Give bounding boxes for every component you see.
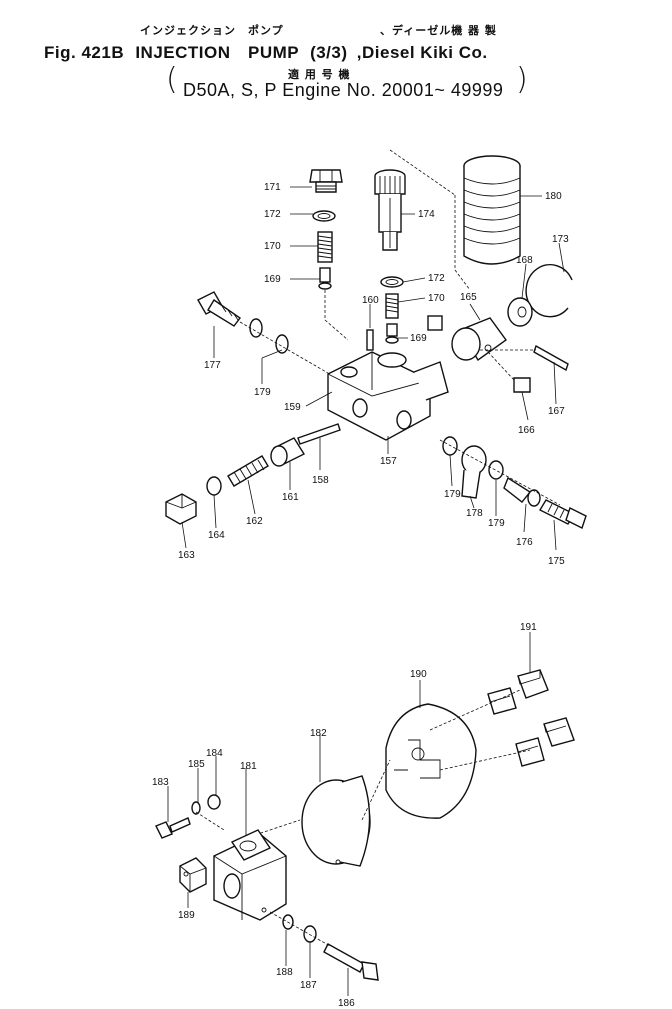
part-191-block-c [543,717,575,747]
part-191-block-b [487,687,517,715]
callout-189: 189 [178,910,195,921]
callout-171: 171 [264,182,281,193]
figure-main-title: INJECTION PUMP [135,43,299,62]
part-185-lock-washer [191,801,201,815]
callout-172-upper: 172 [264,209,281,220]
part-176-bolt [503,476,541,507]
callout-173: 173 [552,234,569,245]
part-189-square-nut [179,857,207,893]
part-172-washer-upper [312,210,336,222]
callout-179-b: 179 [444,489,461,500]
callout-188: 188 [276,967,293,978]
figure-number: 421B [81,43,125,62]
callout-180: 180 [545,191,562,202]
applicable-kana: 適 用 号 機 [288,68,351,81]
part-162-spring [227,455,269,487]
applicable-engine-range: D50A, S, P Engine No. 20001~ 49999 [183,80,504,100]
callout-164: 164 [208,530,225,541]
callout-166: 166 [518,425,535,436]
callout-185: 185 [188,759,205,770]
callout-169-lower: 169 [410,333,427,344]
part-163-plug [165,493,197,525]
figure-label: Fig. [44,43,77,62]
callout-161: 161 [282,492,299,503]
callout-162: 162 [246,516,263,527]
part-175-bolt [539,499,587,529]
part-179-washer-d [488,460,504,480]
callout-179-c: 179 [488,518,505,529]
part-183-bolt [155,817,191,839]
part-191-block-a [517,669,549,699]
part-169-valve-lower [385,323,399,344]
callout-174: 174 [418,209,435,220]
callout-186: 186 [338,998,355,1009]
callout-165: 165 [460,292,477,303]
part-177-banjo-bolt [197,291,241,327]
callout-176: 176 [516,537,533,548]
part-165-tappet [451,317,507,362]
part-164-washer [206,476,222,496]
callout-187: 187 [300,980,317,991]
part-169-valve-upper [318,267,332,290]
callout-170-upper: 170 [264,241,281,252]
part-180-boot [463,155,521,265]
callout-158: 158 [312,475,329,486]
title-kana-left: インジェクション ポンプ [140,24,284,37]
callout-191: 191 [520,622,537,633]
callout-181: 181 [240,761,257,772]
figure-title: Fig. 421B INJECTION PUMP (3/3) ,Diesel K… [44,38,488,63]
title-kana-right: 、ディーゼル機 器 製 [380,24,497,37]
subtitle-paren-right: ) [516,62,528,97]
part-184-washer [207,794,221,810]
callout-184: 184 [206,748,223,759]
subtitle-paren-left: ( [166,62,178,97]
part-181-bracket [213,829,287,921]
part-186-bolt [323,943,379,981]
callout-169-upper: 169 [264,274,281,285]
part-179-washer-a [249,318,263,338]
part-190-coupling [385,703,477,819]
part-187-washer [303,925,317,943]
part-171-plug [309,169,343,193]
part-170-spring-upper [317,231,333,263]
callout-159: 159 [284,402,301,413]
callout-182: 182 [310,728,327,739]
callout-175: 175 [548,556,565,567]
callout-179-a: 179 [254,387,271,398]
part-172-washer-lower [380,276,404,288]
part-182-flange [301,775,371,867]
part-178-banjo [461,445,487,499]
callout-163: 163 [178,550,195,561]
figure-fraction: (3/3) [310,43,348,62]
part-179-washer-c [442,436,458,456]
figure-maker: ,Diesel Kiki Co. [356,43,488,62]
part-191-block-d [515,737,545,767]
callout-157: 157 [380,456,397,467]
part-161-sleeve [270,437,306,467]
callout-190: 190 [410,669,427,680]
part-166-shoe [513,377,531,393]
part-174-delivery-holder [374,169,406,251]
part-157-pump-housing [327,351,449,441]
part-160-pin [366,329,374,351]
callout-178: 178 [466,508,483,519]
callout-160: 160 [362,295,379,306]
callout-168: 168 [516,255,533,266]
part-173-snap-ring [525,263,573,318]
part-158-pin [297,423,341,445]
part-168-collar [507,297,533,327]
callout-167: 167 [548,406,565,417]
part-167-shaft [533,344,569,372]
callout-170-lower: 170 [428,293,445,304]
part-170-spring-lower [385,293,399,319]
part-165-key [427,315,443,331]
callout-172-lower: 172 [428,273,445,284]
callout-183: 183 [152,777,169,788]
callout-177: 177 [204,360,221,371]
